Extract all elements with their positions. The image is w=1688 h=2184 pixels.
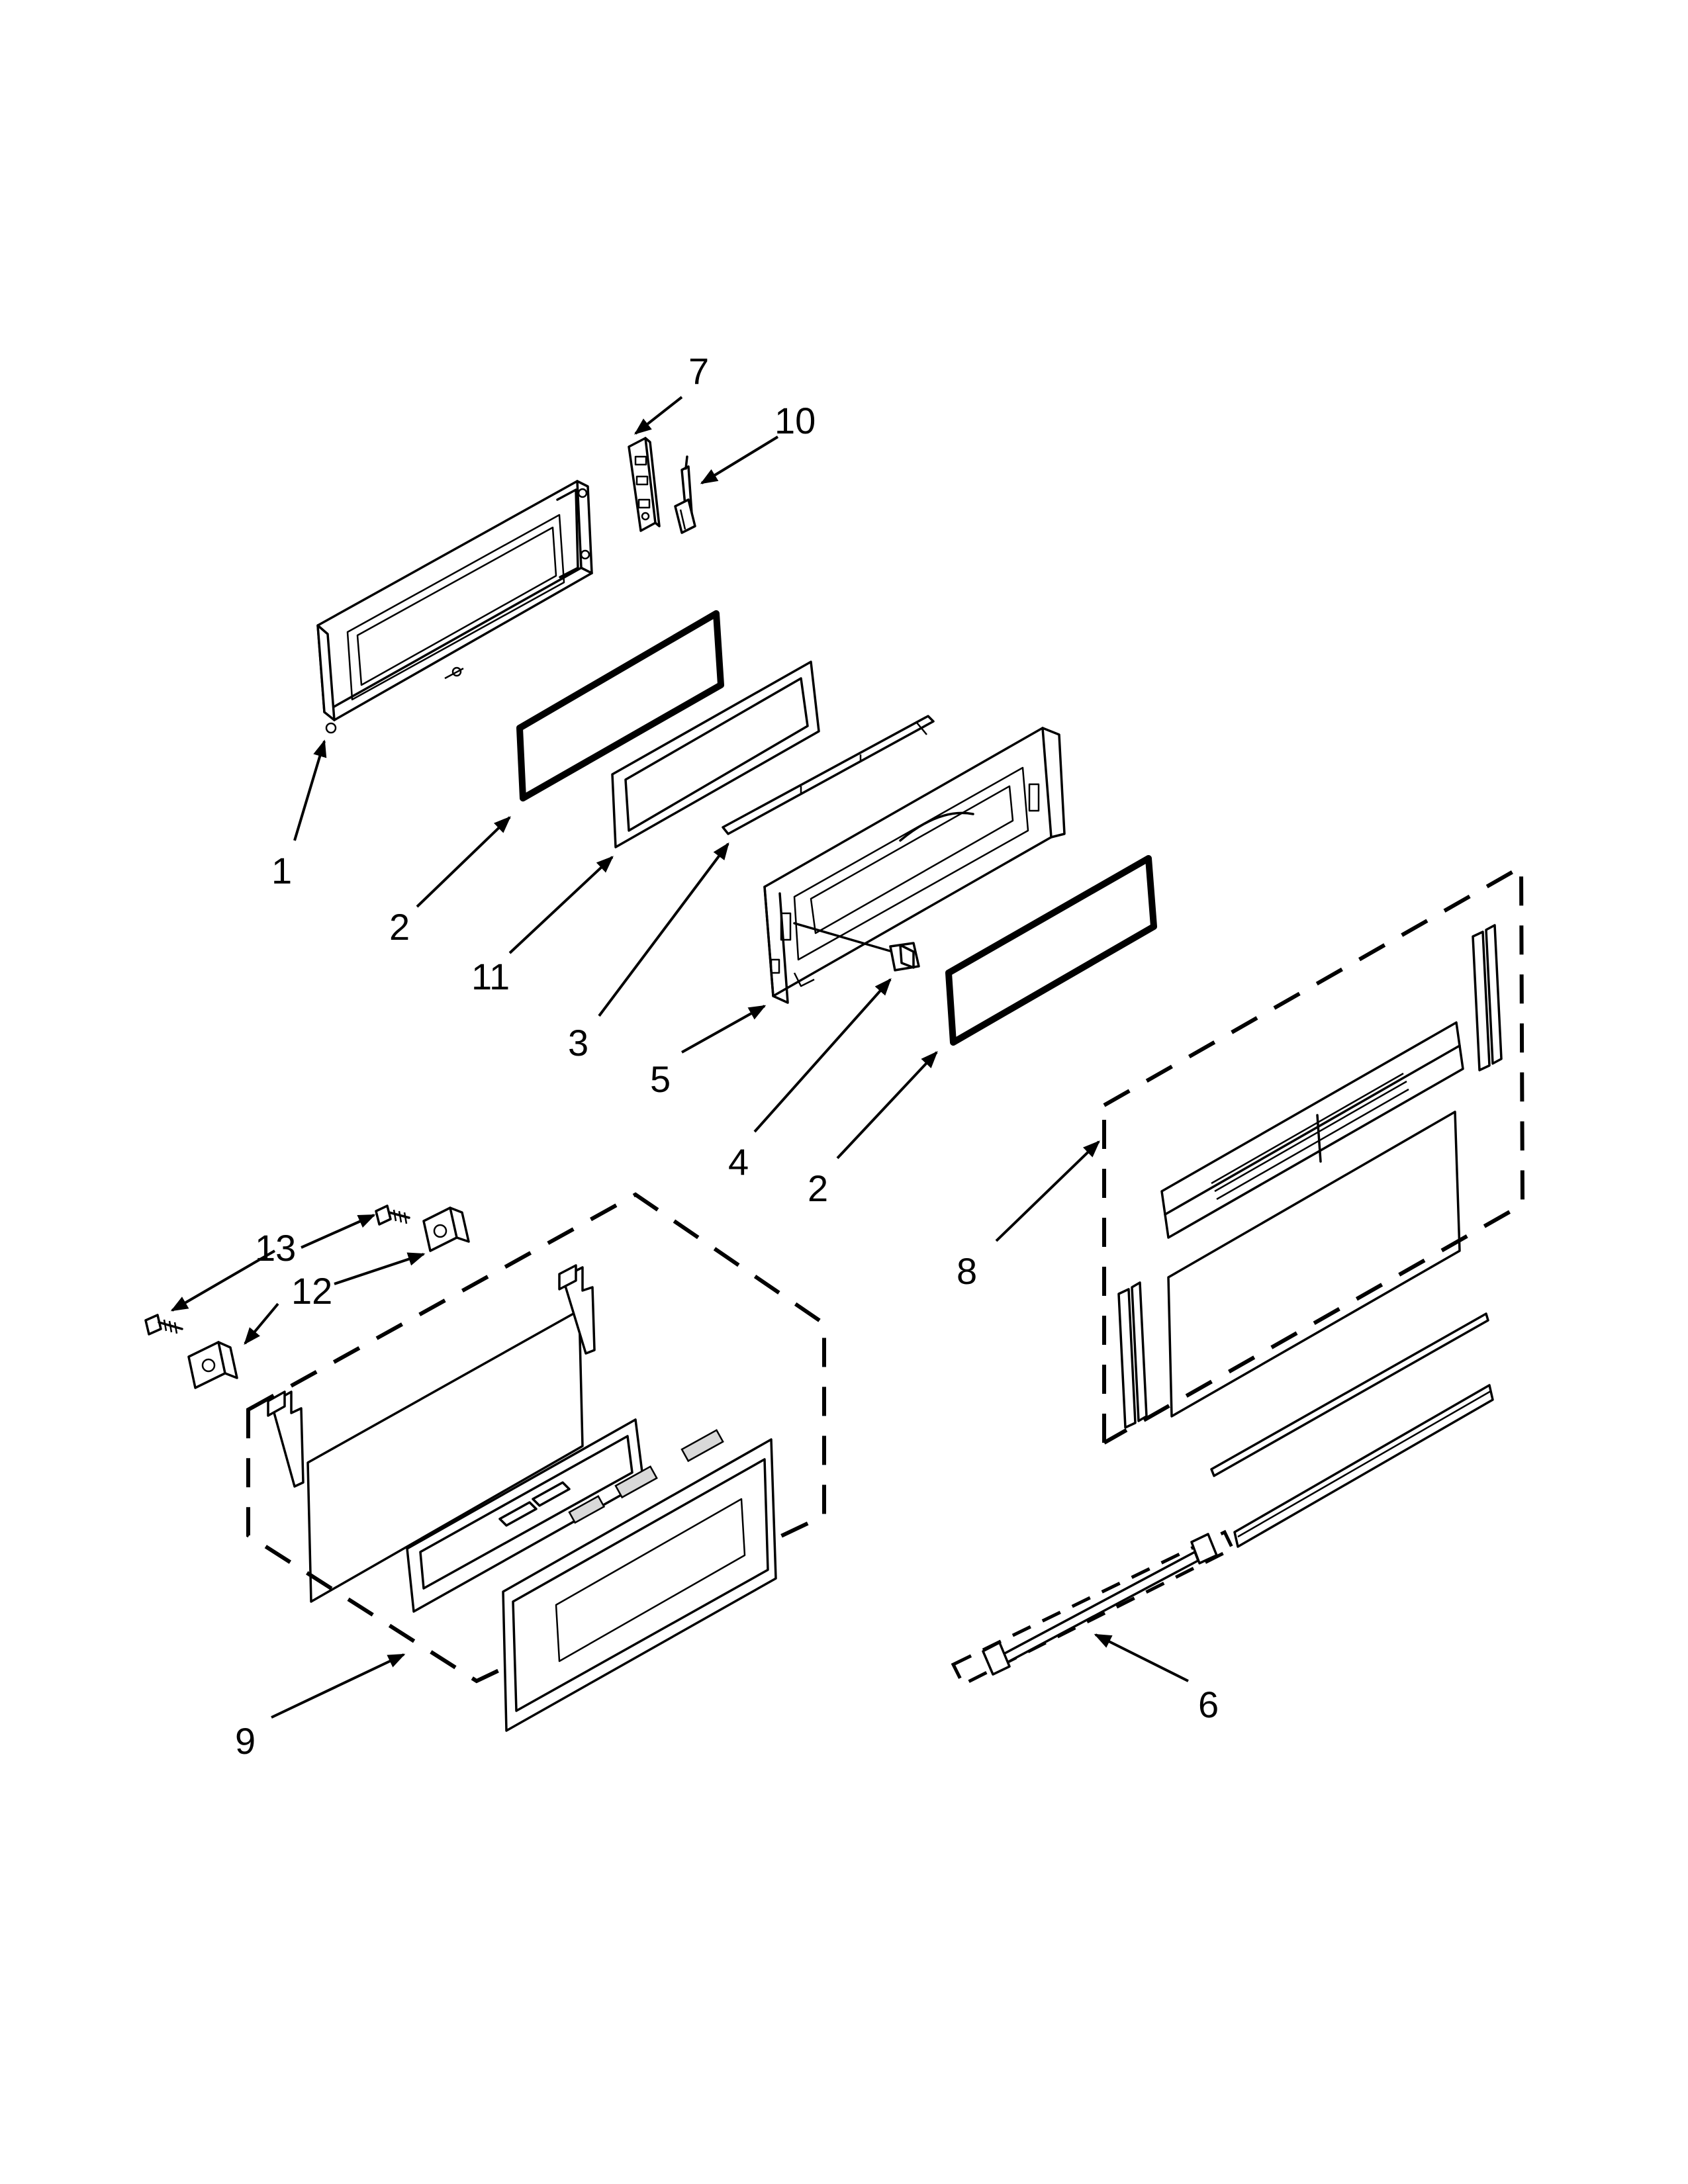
part-12-hinge-block-lower (187, 1341, 238, 1389)
leader-2a (416, 816, 511, 908)
leader-6 (1094, 1633, 1189, 1682)
callout-11: 11 (471, 956, 510, 997)
leader-3 (598, 842, 729, 1017)
callout-leader-lines (170, 396, 1189, 1719)
part-12-hinge-block-upper (422, 1206, 470, 1252)
leader-11 (508, 856, 614, 954)
callout-2-lower: 2 (808, 1167, 828, 1209)
leader-7 (633, 396, 683, 435)
callout-6: 6 (1198, 1684, 1219, 1725)
part-13-screw-lower (144, 1314, 183, 1336)
callout-numbers: 7 10 1 2 11 3 5 4 2 8 13 12 9 6 (235, 350, 1219, 1762)
part-8-vent-assembly-group (1102, 863, 1525, 1548)
callout-7: 7 (688, 350, 709, 392)
part-5-outer-door-frame (763, 727, 1066, 1004)
leader-12a (334, 1252, 426, 1285)
part-2-upper-glass-pane (516, 610, 724, 801)
leader-2b (836, 1051, 938, 1160)
part-13-screw-upper (375, 1205, 410, 1226)
part-2-lower-glass-pane (945, 855, 1157, 1046)
callout-8: 8 (957, 1250, 977, 1292)
callout-10: 10 (774, 400, 816, 441)
leader-1 (293, 739, 327, 841)
part-1-inner-door-frame (316, 480, 593, 734)
leader-13b (170, 1250, 276, 1312)
callout-4: 4 (728, 1141, 749, 1183)
callout-3: 3 (568, 1022, 588, 1064)
part-9-control-panel-group (246, 1192, 826, 1732)
part-11-glass-gasket (611, 660, 820, 848)
callout-2-upper: 2 (389, 906, 410, 948)
leader-12b (244, 1302, 279, 1345)
callout-1: 1 (271, 850, 292, 891)
part-4-screw (793, 922, 920, 972)
leader-8 (995, 1140, 1100, 1242)
part-3-glass-support-strip (722, 715, 935, 835)
leader-9 (271, 1653, 406, 1719)
callout-5: 5 (650, 1058, 671, 1100)
callout-12: 12 (291, 1270, 332, 1312)
leader-10 (700, 435, 779, 484)
part-6-door-handle (951, 1529, 1235, 1687)
callout-9: 9 (235, 1720, 256, 1762)
leader-4 (753, 978, 892, 1133)
callout-13: 13 (255, 1227, 296, 1269)
leader-5 (681, 1005, 767, 1054)
part-7-hinge-bracket (628, 437, 661, 532)
leader-13a (301, 1214, 376, 1249)
part-10-door-latch (674, 455, 696, 534)
